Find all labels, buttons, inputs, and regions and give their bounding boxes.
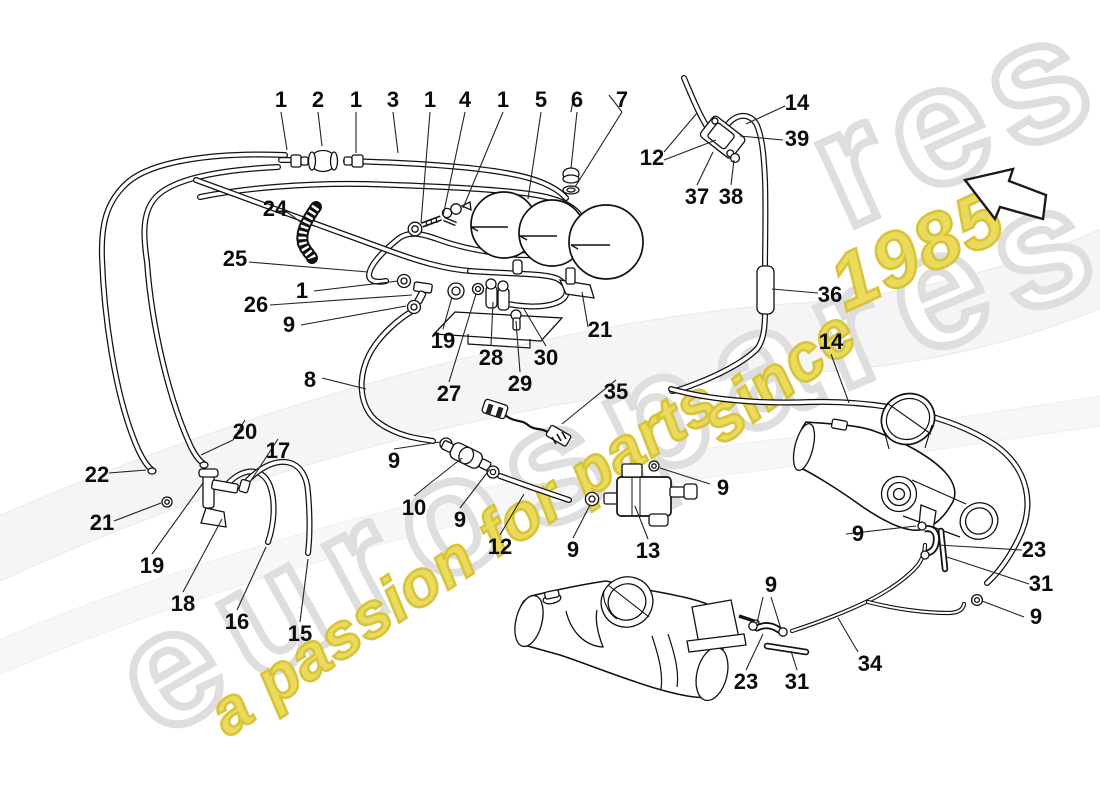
svg-text:13: 13 xyxy=(636,538,660,563)
svg-text:19: 19 xyxy=(140,553,164,578)
svg-text:1: 1 xyxy=(350,87,362,112)
svg-text:20: 20 xyxy=(233,419,257,444)
svg-text:18: 18 xyxy=(171,591,195,616)
svg-text:10: 10 xyxy=(402,495,426,520)
svg-text:9: 9 xyxy=(765,572,777,597)
svg-text:9: 9 xyxy=(1030,604,1042,629)
svg-text:9: 9 xyxy=(283,312,295,337)
svg-text:23: 23 xyxy=(1022,537,1046,562)
svg-text:37: 37 xyxy=(685,184,709,209)
svg-text:9: 9 xyxy=(388,448,400,473)
svg-text:14: 14 xyxy=(785,90,810,115)
svg-text:1: 1 xyxy=(275,87,287,112)
svg-text:9: 9 xyxy=(454,507,466,532)
svg-text:3: 3 xyxy=(387,87,399,112)
svg-text:27: 27 xyxy=(437,381,461,406)
svg-text:29: 29 xyxy=(508,371,532,396)
svg-text:21: 21 xyxy=(90,510,114,535)
svg-text:36: 36 xyxy=(818,282,842,307)
svg-text:9: 9 xyxy=(852,521,864,546)
svg-text:15: 15 xyxy=(288,621,312,646)
svg-text:1: 1 xyxy=(424,87,436,112)
svg-text:14: 14 xyxy=(819,329,844,354)
svg-text:17: 17 xyxy=(266,438,290,463)
svg-text:39: 39 xyxy=(785,126,809,151)
svg-text:24: 24 xyxy=(263,196,288,221)
svg-text:8: 8 xyxy=(304,367,316,392)
svg-text:9: 9 xyxy=(717,475,729,500)
svg-text:34: 34 xyxy=(858,651,883,676)
svg-text:19: 19 xyxy=(431,328,455,353)
svg-text:2: 2 xyxy=(312,87,324,112)
svg-text:1: 1 xyxy=(497,87,509,112)
svg-text:21: 21 xyxy=(588,317,612,342)
svg-text:1: 1 xyxy=(296,278,308,303)
svg-text:25: 25 xyxy=(223,246,247,271)
svg-text:30: 30 xyxy=(534,345,558,370)
svg-text:6: 6 xyxy=(571,87,583,112)
svg-text:22: 22 xyxy=(85,462,109,487)
svg-text:35: 35 xyxy=(604,379,628,404)
svg-text:31: 31 xyxy=(785,669,809,694)
svg-text:16: 16 xyxy=(225,609,249,634)
svg-text:5: 5 xyxy=(535,87,547,112)
svg-text:23: 23 xyxy=(734,669,758,694)
svg-text:38: 38 xyxy=(719,184,743,209)
svg-text:26: 26 xyxy=(244,292,268,317)
svg-text:12: 12 xyxy=(640,145,664,170)
svg-text:28: 28 xyxy=(479,345,503,370)
svg-text:31: 31 xyxy=(1029,571,1053,596)
svg-text:9: 9 xyxy=(567,537,579,562)
svg-text:7: 7 xyxy=(616,87,628,112)
svg-text:4: 4 xyxy=(459,87,472,112)
svg-text:12: 12 xyxy=(488,534,512,559)
